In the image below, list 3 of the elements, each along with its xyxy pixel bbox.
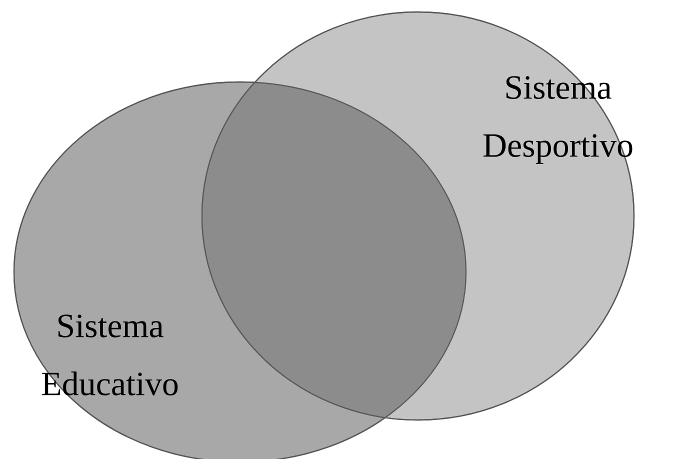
circle-label: Sistema Educativo	[42, 314, 178, 396]
circle-label: Sistema Desportivo	[483, 76, 632, 164]
circle	[201, 11, 635, 421]
